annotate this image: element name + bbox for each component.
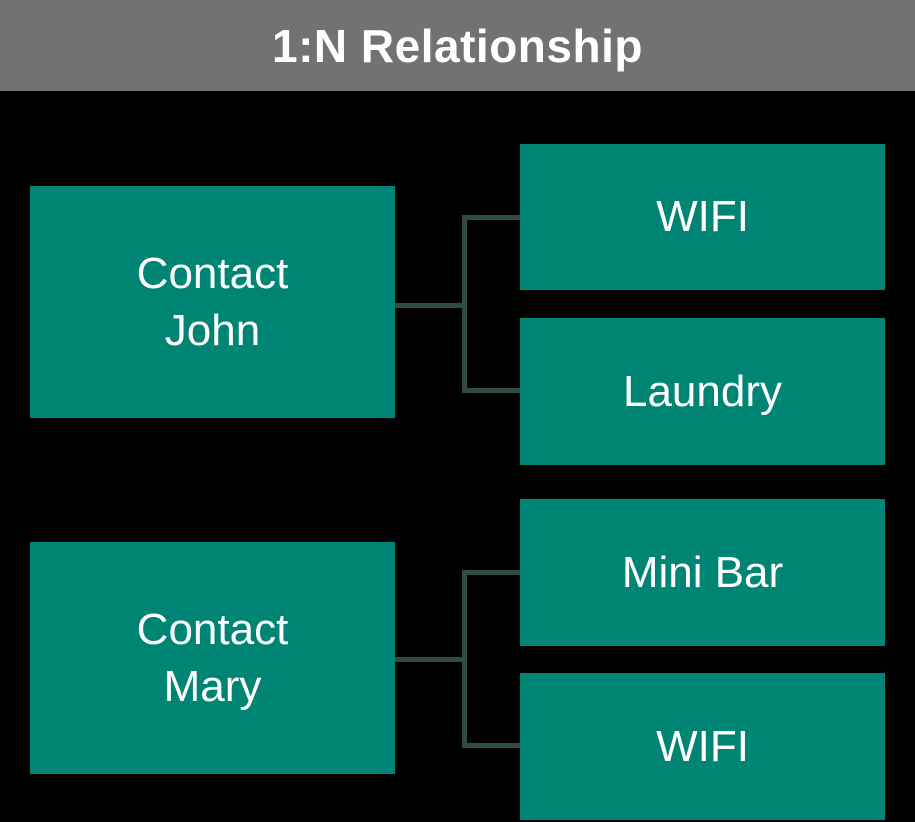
node-laundry: Laundry	[520, 318, 885, 465]
node-contact-john: Contact John	[30, 186, 395, 418]
connector-john-vertical	[462, 215, 467, 393]
connector-mary-to-minibar	[462, 570, 520, 575]
node-wifi-1: WIFI	[520, 144, 885, 290]
node-contact-mary: Contact Mary	[30, 542, 395, 774]
connector-john-trunk	[395, 303, 467, 308]
connector-john-to-wifi	[462, 215, 520, 220]
title-bar: 1:N Relationship	[0, 0, 915, 91]
connector-mary-trunk	[395, 657, 467, 662]
connector-john-to-laundry	[462, 388, 520, 393]
connector-mary-to-wifi	[462, 743, 520, 748]
node-wifi-2: WIFI	[520, 673, 885, 820]
connector-mary-vertical	[462, 570, 467, 748]
node-mini-bar: Mini Bar	[520, 499, 885, 646]
slide-title: 1:N Relationship	[272, 19, 643, 72]
